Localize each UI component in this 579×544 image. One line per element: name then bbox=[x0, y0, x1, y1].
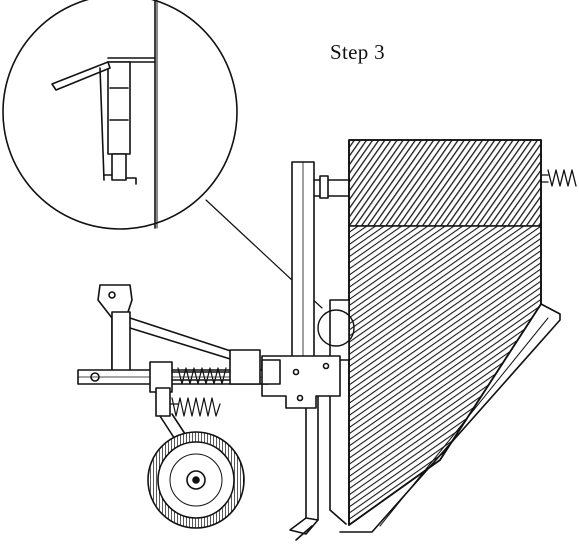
main-frame bbox=[289, 161, 355, 541]
mounting-plate bbox=[261, 355, 341, 409]
step-title: Step 3 bbox=[330, 40, 385, 64]
gauge-wheel-assembly bbox=[147, 387, 245, 529]
hitch-frame bbox=[77, 284, 281, 393]
detail-inset bbox=[2, 0, 238, 230]
hopper-box bbox=[339, 139, 577, 533]
